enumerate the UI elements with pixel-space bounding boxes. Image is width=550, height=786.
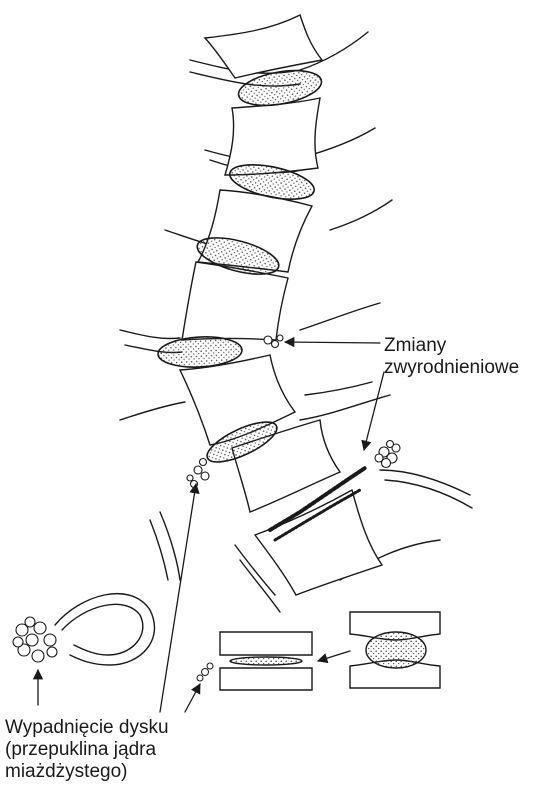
- vertebra: [182, 262, 288, 340]
- arrow-herniation-small: [185, 684, 200, 712]
- arrow-herniation-main: [160, 484, 196, 712]
- label-line: (przepuklina jądra: [5, 739, 169, 761]
- arrow-schematic: [318, 651, 350, 661]
- label-line: zwyrodnieniowe: [384, 357, 519, 379]
- arrow-degen-upper: [285, 342, 380, 343]
- disc-schematic-insets: [197, 612, 440, 690]
- vertebra: [225, 98, 320, 175]
- label-degenerative-changes: Zmiany zwyrodnieniowe: [384, 335, 519, 379]
- label-line: Zmiany: [384, 335, 519, 357]
- label-line: Wypadnięcie dysku: [5, 717, 169, 739]
- vertebra: [255, 490, 382, 595]
- label-disc-herniation: Wypadnięcie dysku (przepuklina jądra mia…: [5, 717, 169, 783]
- label-line: miażdżystego): [5, 761, 169, 783]
- herniation-inset: [13, 594, 154, 665]
